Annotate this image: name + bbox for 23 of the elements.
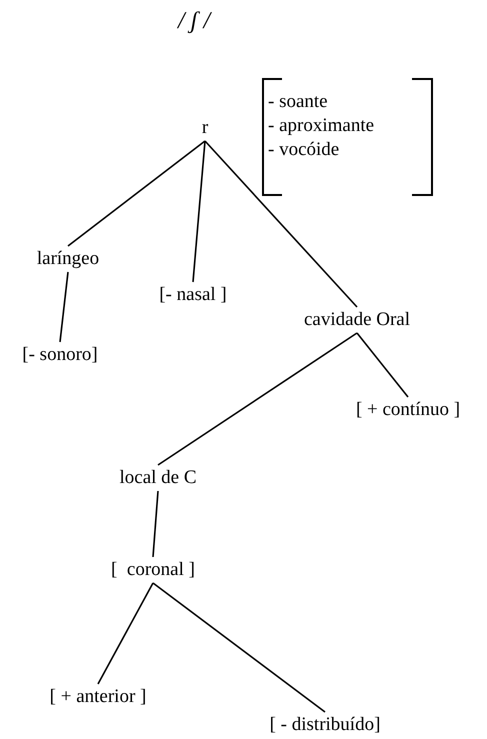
feature-value: - aproximante: [268, 114, 374, 138]
feature-label: local de C: [119, 467, 197, 489]
feature-label: [ + contínuo ]: [356, 399, 460, 421]
tree-branch: [68, 140, 206, 247]
tree-branch: [59, 272, 69, 342]
feature-value: - soante: [268, 90, 329, 114]
feature-label: [- nasal ]: [159, 284, 227, 306]
tree-branch: [152, 490, 159, 558]
feature-label: r: [202, 117, 208, 139]
tree-branch: [356, 332, 409, 398]
tree-branch: [152, 582, 326, 713]
tree-branch: [158, 332, 358, 466]
feature-label: laríngeo: [36, 248, 100, 270]
feature-label: [ + anterior ]: [50, 686, 146, 708]
title: / ʃ /: [178, 7, 210, 36]
tree-branch: [97, 582, 154, 684]
feature-label: [- sonoro]: [22, 344, 98, 366]
feature-label: cavidade Oral: [304, 309, 410, 331]
feature-label: [ coronal ]: [111, 559, 195, 581]
feature-label: [ - distribuído]: [270, 714, 380, 736]
feature-value: - vocóide: [268, 138, 340, 162]
tree-branch: [204, 140, 358, 308]
tree-branch: [192, 140, 206, 282]
